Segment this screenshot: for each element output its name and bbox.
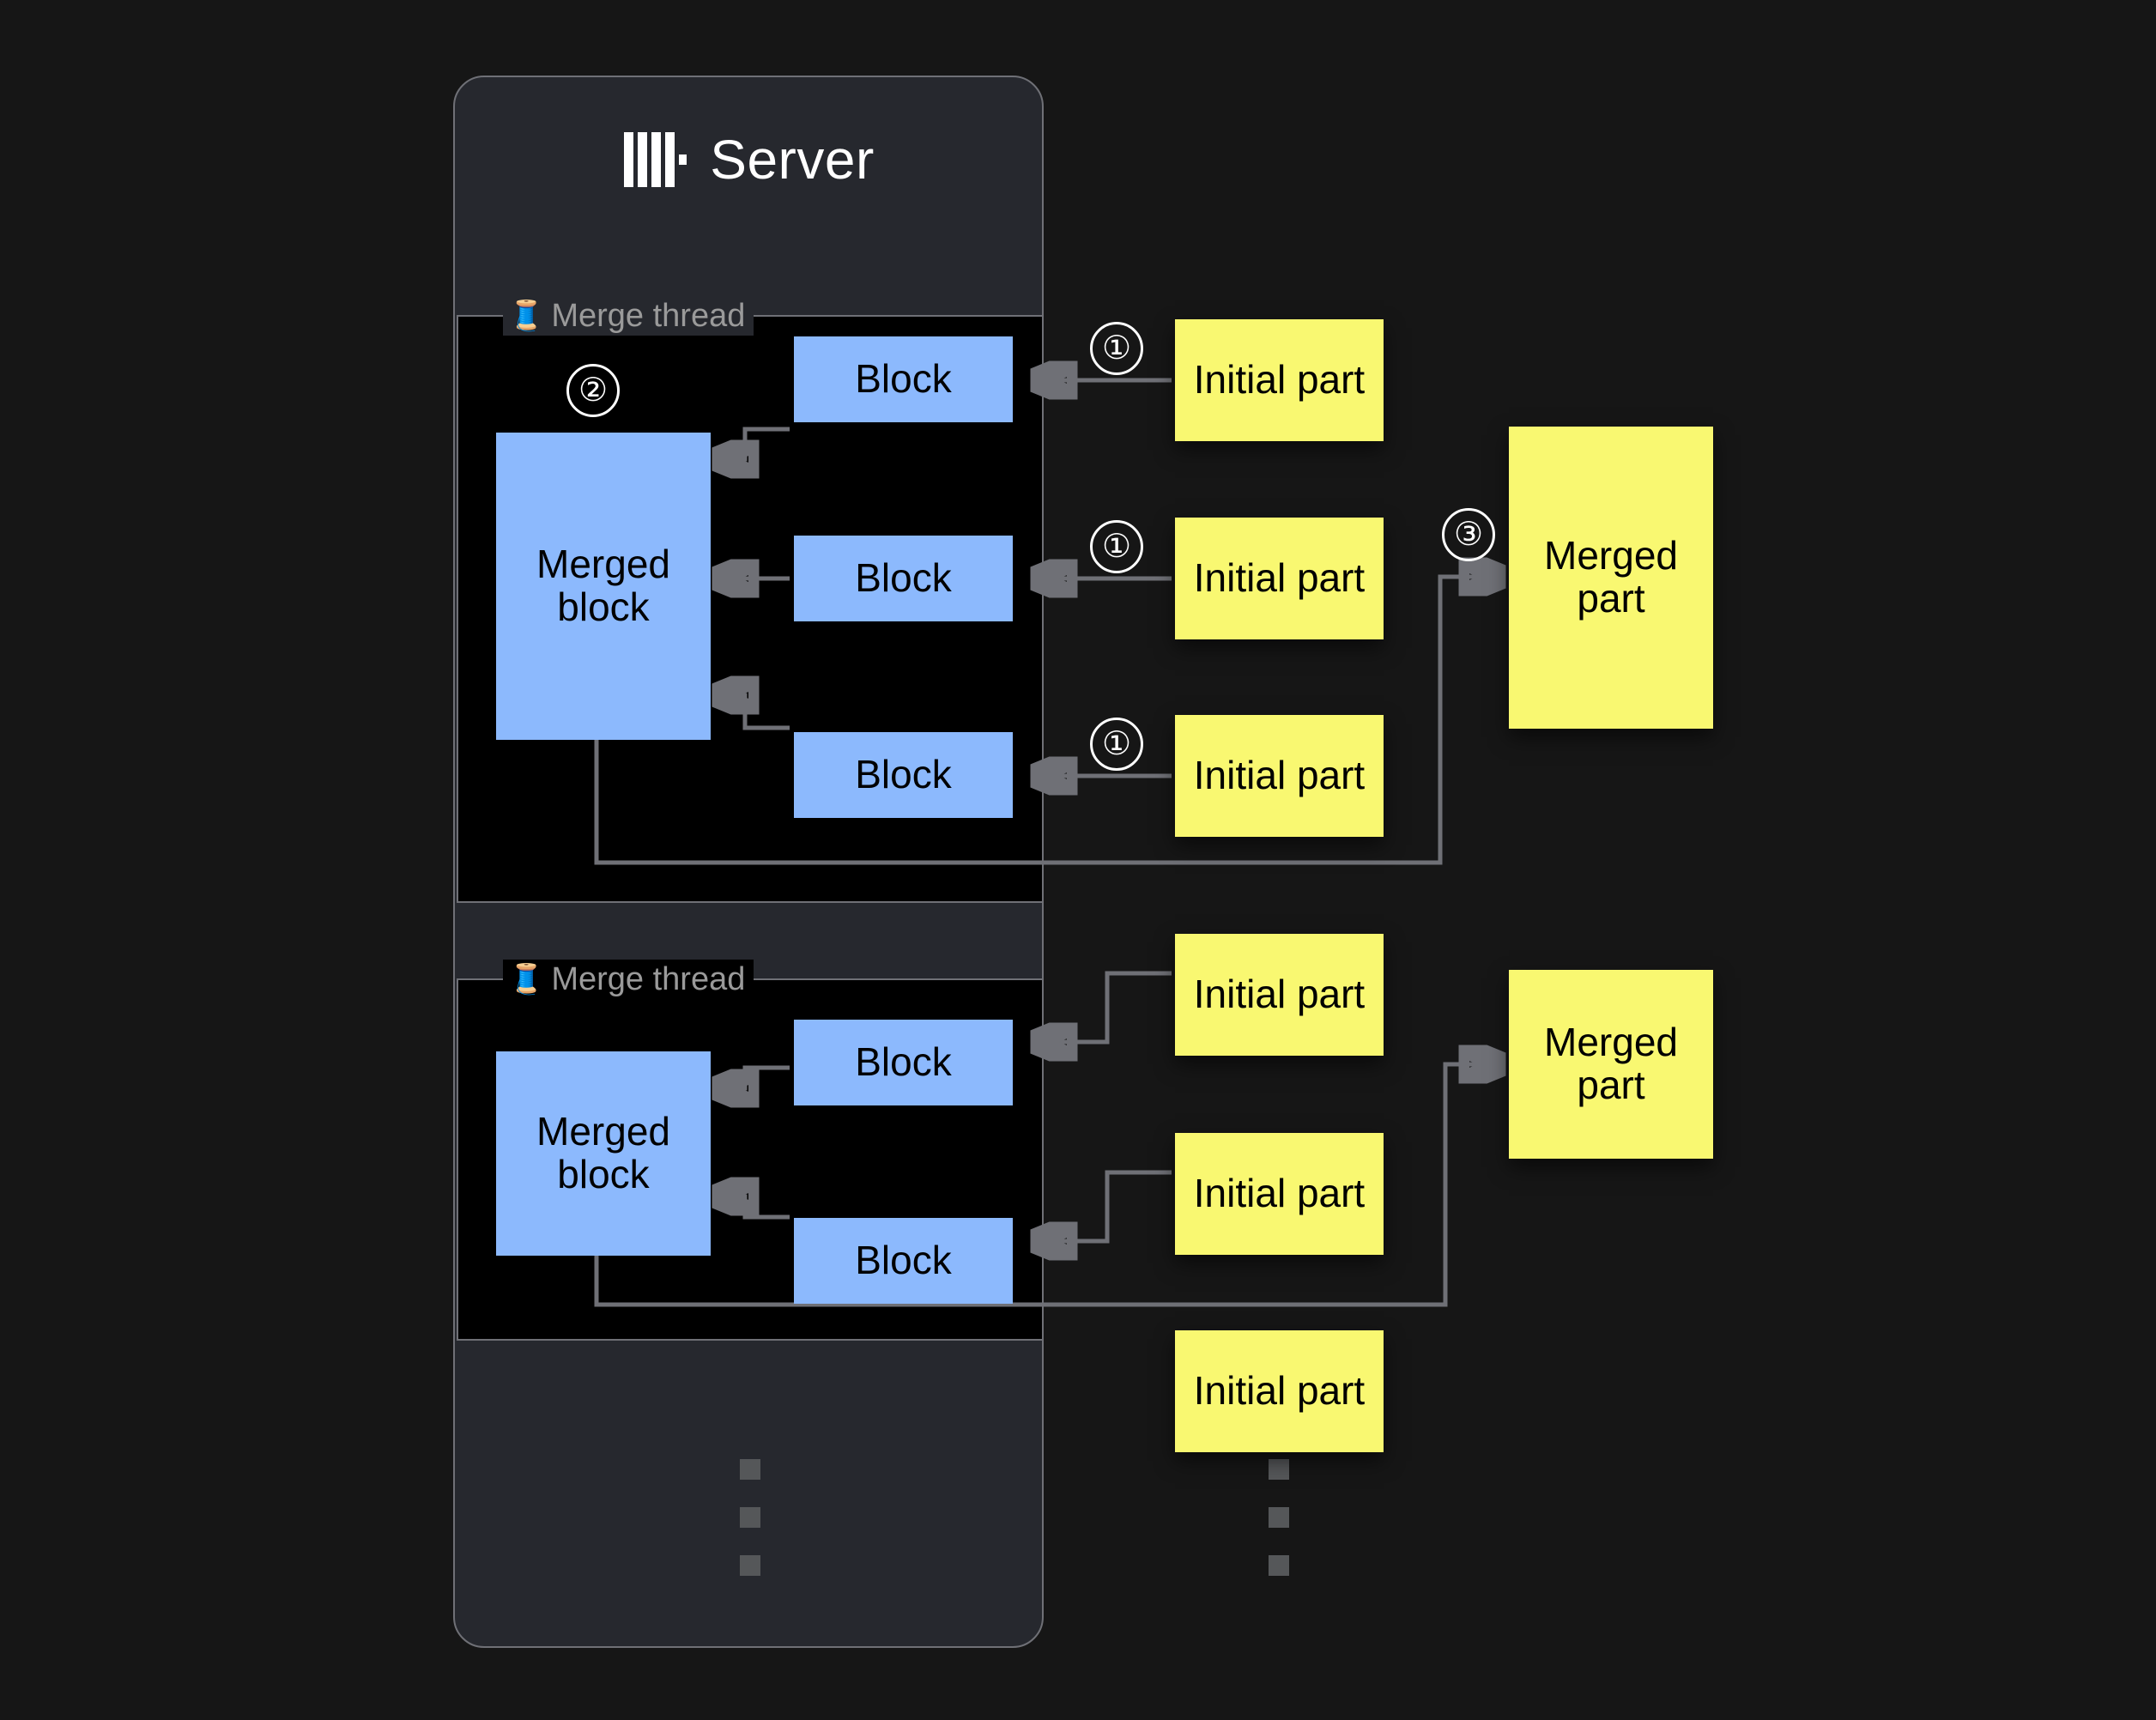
merge-thread-label: Merge thread <box>551 961 746 997</box>
block-label: Block <box>855 356 952 402</box>
step-marker-1-b: ① <box>1090 520 1143 573</box>
ellipsis-dot <box>740 1555 760 1576</box>
server-ellipsis <box>740 1459 760 1576</box>
merged-part-label: Merged part <box>1544 533 1678 621</box>
step-marker-1-a: ① <box>1090 322 1143 375</box>
thread-spool-icon: 🧵 <box>508 963 545 996</box>
clickhouse-logo-icon <box>624 132 687 187</box>
initial-part-extra: Initial part <box>1175 1330 1384 1452</box>
thread-spool-icon: 🧵 <box>508 300 545 332</box>
merge-thread-legend-2: 🧵 Merge thread <box>503 960 754 999</box>
initial-part-label: Initial part <box>1193 555 1366 601</box>
step-marker-1-c: ① <box>1090 718 1143 771</box>
initial-part-label: Initial part <box>1193 1171 1366 1216</box>
merged-block-label: Merged block <box>536 1109 670 1196</box>
initial-part-label: Initial part <box>1193 1368 1366 1414</box>
block-1-1: Block <box>794 336 1013 422</box>
ellipsis-dot <box>1269 1555 1289 1576</box>
block-label: Block <box>855 752 952 797</box>
initial-part-1-1: Initial part <box>1175 319 1384 441</box>
block-1-3: Block <box>794 732 1013 818</box>
merged-part-1: Merged part <box>1509 427 1713 729</box>
block-2-1: Block <box>794 1020 1013 1105</box>
merged-part-label: Merged part <box>1544 1020 1678 1107</box>
server-title-row: Server <box>453 112 1044 208</box>
initial-part-1-3: Initial part <box>1175 715 1384 837</box>
block-label: Block <box>855 1238 952 1283</box>
merge-thread-legend-1: 🧵 Merge thread <box>503 296 754 336</box>
step-marker-2: ② <box>566 364 620 417</box>
ellipsis-dot <box>1269 1507 1289 1528</box>
block-label: Block <box>855 1039 952 1085</box>
server-title: Server <box>710 129 875 191</box>
block-2-2: Block <box>794 1218 1013 1304</box>
initial-part-label: Initial part <box>1193 357 1366 403</box>
step-marker-3: ③ <box>1442 508 1495 561</box>
merged-block-2: Merged block <box>496 1051 711 1256</box>
initial-part-2-2: Initial part <box>1175 1133 1384 1255</box>
ellipsis-dot <box>740 1507 760 1528</box>
initial-part-1-2: Initial part <box>1175 518 1384 639</box>
merge-thread-label: Merge thread <box>551 298 746 334</box>
merged-part-2: Merged part <box>1509 970 1713 1159</box>
parts-ellipsis <box>1269 1459 1289 1576</box>
ellipsis-dot <box>740 1459 760 1480</box>
initial-part-label: Initial part <box>1193 972 1366 1017</box>
initial-part-label: Initial part <box>1193 753 1366 798</box>
ellipsis-dot <box>1269 1459 1289 1480</box>
merged-block-label: Merged block <box>536 542 670 629</box>
block-label: Block <box>855 555 952 601</box>
merged-block-1: Merged block <box>496 433 711 740</box>
block-1-2: Block <box>794 536 1013 621</box>
initial-part-2-1: Initial part <box>1175 934 1384 1056</box>
